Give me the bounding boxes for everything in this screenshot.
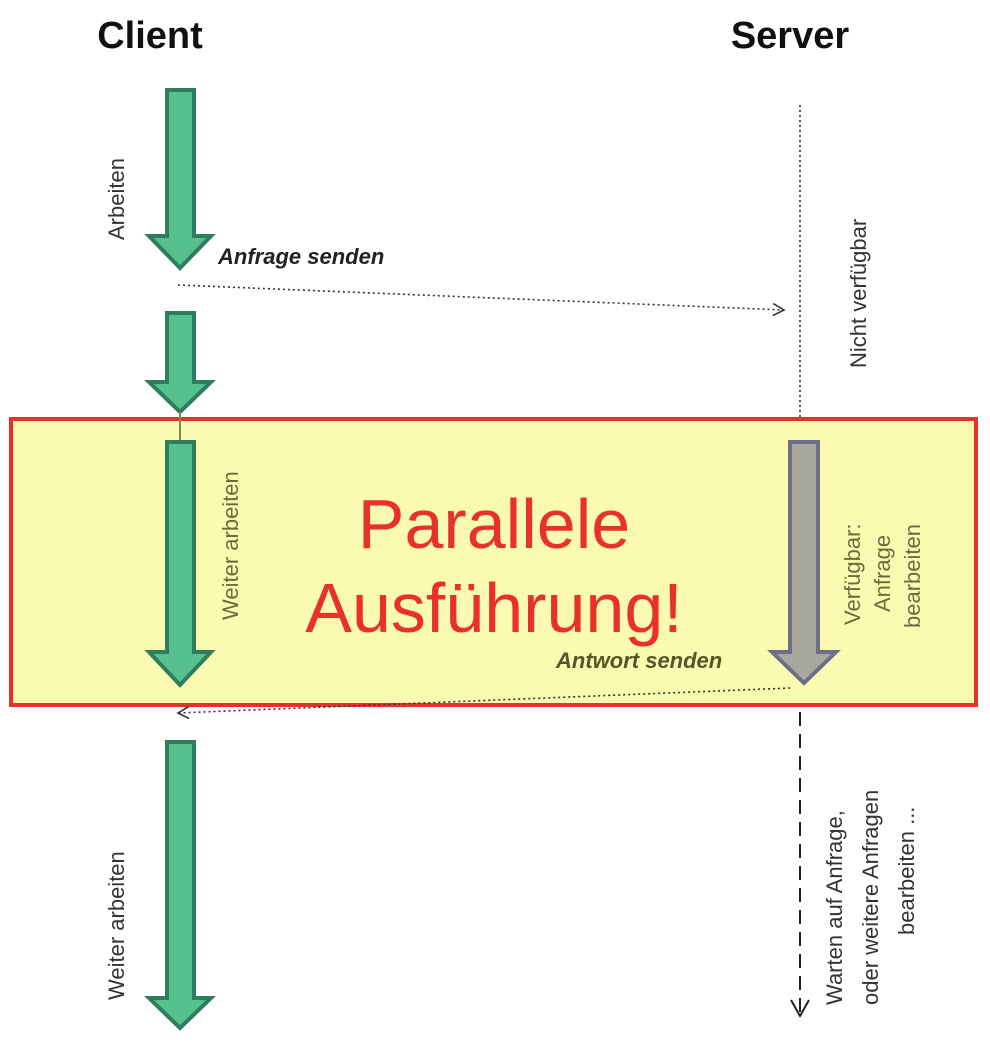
client-work-arrow-3	[144, 440, 216, 688]
verfuegbar-label-line-3: bearbeiten	[900, 524, 925, 628]
highlight-line-1: Parallele	[358, 485, 630, 563]
response-message-arrow	[176, 687, 791, 720]
warten-label-line-3: bearbeiten ...	[894, 807, 919, 935]
weiter-arbeiten-label-2: Weiter arbeiten	[104, 851, 129, 1000]
highlight-line-2: Ausführung!	[305, 569, 682, 647]
request-message-arrow	[177, 284, 786, 317]
client-work-arrow-1	[144, 88, 216, 271]
verfuegbar-label-line-1: Verfügbar:	[840, 523, 865, 625]
warten-label-line-2: oder weitere Anfragen	[858, 790, 883, 1005]
verfuegbar-label-line-2: Anfrage	[870, 535, 895, 612]
anfrage-senden-label: Anfrage senden	[217, 244, 384, 269]
client-header: Client	[97, 15, 203, 57]
client-work-arrow-2	[144, 311, 216, 415]
antwort-senden-label: Antwort senden	[555, 648, 722, 673]
server-header: Server	[731, 15, 850, 57]
nicht-verfuegbar-label: Nicht verfügbar	[846, 219, 871, 368]
warten-label-line-1: Warten auf Anfrage,	[822, 810, 847, 1005]
server-processing-arrow	[767, 440, 841, 686]
client-work-arrow-4	[144, 740, 216, 1031]
server-waiting-arrowhead	[790, 999, 810, 1019]
weiter-arbeiten-label-1: Weiter arbeiten	[218, 471, 243, 620]
arbeiten-label: Arbeiten	[104, 158, 129, 240]
